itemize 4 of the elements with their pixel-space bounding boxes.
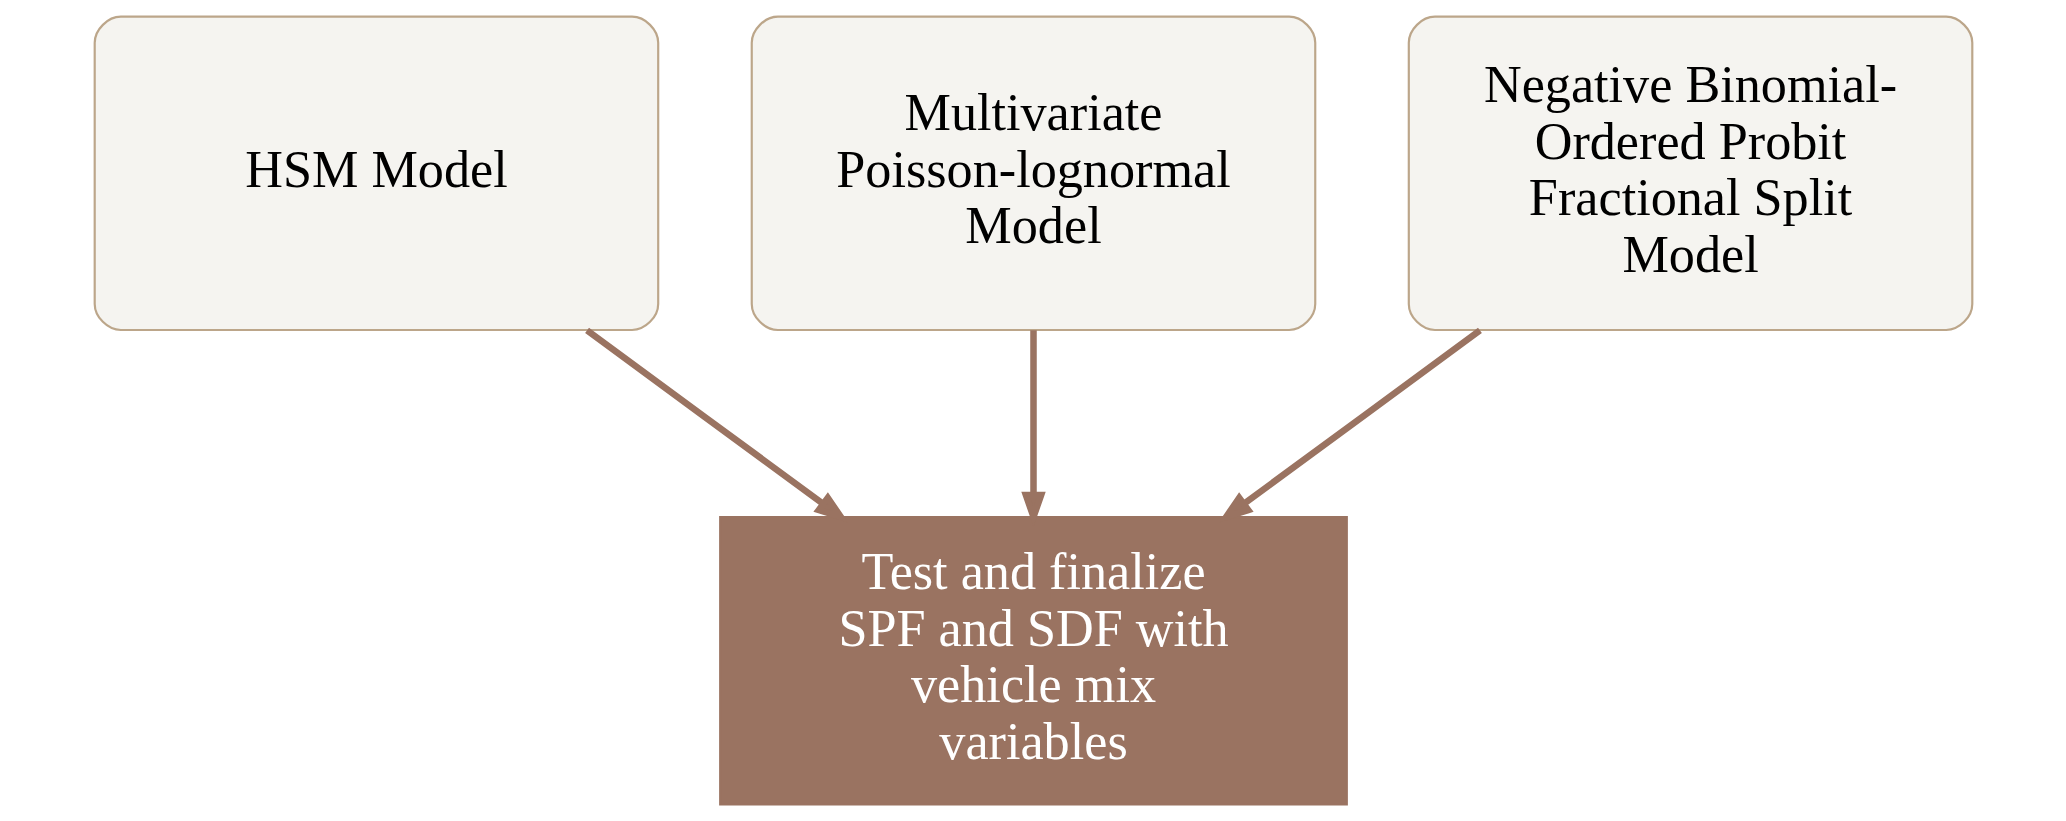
node-box: Negative Binomial-Ordered Probit Fractional Split Model [1407, 15, 1973, 332]
node-box: Multivariate Poisson-lognormal Model [750, 15, 1316, 332]
node-box: HSM Model [93, 15, 659, 332]
node-box: Test and finalize SPF and SDF with vehicle mix variables [718, 516, 1348, 806]
